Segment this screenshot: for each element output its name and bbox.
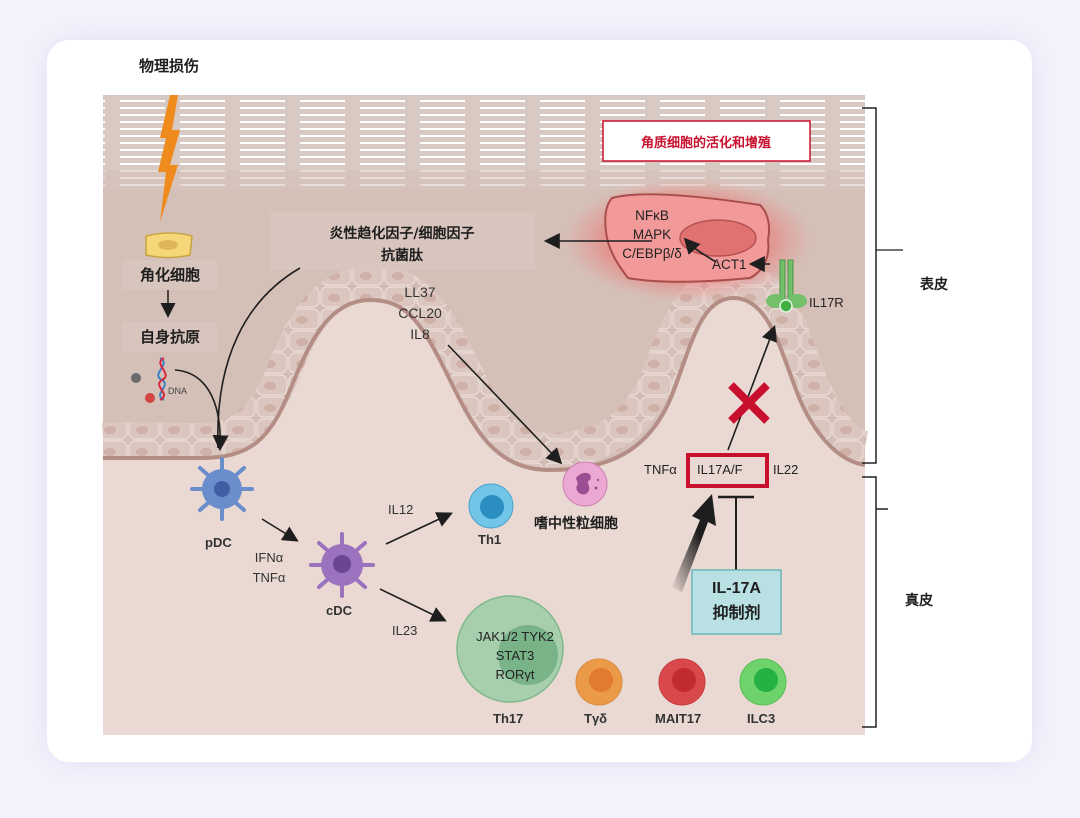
- chemokine-title: 炎性趋化因子/细胞因子 抗菌肽: [272, 223, 532, 265]
- il17-highlight-box: [686, 453, 769, 488]
- il12-label: IL12: [388, 502, 414, 517]
- mediator-list: LL37 CCL20 IL8: [390, 282, 450, 345]
- inhibitor-line1: IL-17A: [712, 580, 761, 597]
- signal-ifna: IFNα: [254, 550, 284, 565]
- keratinocyte-label: 角化细胞: [140, 266, 201, 284]
- dermis-bracket: [862, 476, 877, 728]
- pdc-signals: IFNα TNFα: [244, 548, 294, 588]
- epidermis-layer-label: 表皮: [920, 277, 948, 293]
- neutrophil-cell-icon: [562, 461, 608, 507]
- il17r-label: IL17R: [809, 295, 844, 310]
- inhibitor-label: IL-17A 抑制剂: [692, 577, 781, 625]
- signal-tnfa: TNFα: [252, 570, 286, 585]
- pdc-cell-icon: [190, 457, 254, 521]
- th17-rorgt: RORγt: [495, 667, 535, 682]
- activation-label: 角质细胞的活化和增殖: [640, 136, 771, 151]
- dna-label: DNA: [168, 386, 188, 396]
- cdc-cell-icon: [309, 532, 375, 598]
- pathway-cebp: C/EBPβ/δ: [622, 246, 682, 261]
- antigen-dot-grey: [131, 373, 141, 383]
- th1-label: Th1: [478, 532, 502, 547]
- th17-stat3: STAT3: [495, 648, 535, 663]
- neutrophil-label: 嗜中性粒细胞: [534, 516, 618, 532]
- ilc3-label: ILC3: [747, 711, 776, 726]
- il17r-receptor-icon: [766, 259, 807, 313]
- pathway-nfkb: NFκB: [635, 208, 669, 223]
- autoantigen-label: 自身抗原: [140, 328, 201, 346]
- mediator-ccl20: CCL20: [398, 305, 442, 321]
- mait17-label: MAIT17: [655, 711, 702, 726]
- lightning-bolt-icon: [158, 95, 180, 222]
- th17-label: Th17: [493, 711, 524, 726]
- inhibitor-line2: 抑制剂: [712, 603, 761, 622]
- pathway-list: NFκB MAPK C/EBPβ/δ: [612, 206, 692, 263]
- pathway-mapk: MAPK: [632, 227, 672, 242]
- il23-label: IL23: [392, 623, 418, 638]
- blocked-x-icon: [728, 382, 770, 424]
- il17af-label: IL17A/F: [697, 462, 743, 477]
- mediator-ll37: LL37: [404, 284, 436, 300]
- cdc-label: cDC: [326, 603, 353, 618]
- act1-label: ACT1: [712, 257, 747, 272]
- inhibitor-box: [691, 569, 782, 635]
- antigen-dot-red: [145, 393, 155, 403]
- tgd-label: Tγδ: [584, 711, 608, 726]
- th17-signaling: JAK1/2 TYK2 STAT3 RORγt: [460, 627, 570, 684]
- chemokine-title-line1: 炎性趋化因子/细胞因子: [329, 226, 475, 242]
- il22-label: IL22: [773, 462, 799, 477]
- big-arrow: [672, 494, 716, 592]
- physical-injury-label: 物理损伤: [139, 57, 200, 75]
- dermis-layer-label: 真皮: [905, 593, 933, 609]
- th17-jak-tyk: JAK1/2 TYK2: [476, 629, 554, 644]
- dna-icon: [157, 357, 167, 401]
- mediator-il8: IL8: [410, 326, 430, 342]
- pdc-label: pDC: [205, 535, 232, 550]
- activation-label-box: [602, 120, 811, 162]
- chemokine-title-line2: 抗菌肽: [381, 248, 423, 264]
- tnfa-cytokine-label: TNFα: [644, 462, 677, 477]
- epidermis-bracket: [862, 107, 877, 464]
